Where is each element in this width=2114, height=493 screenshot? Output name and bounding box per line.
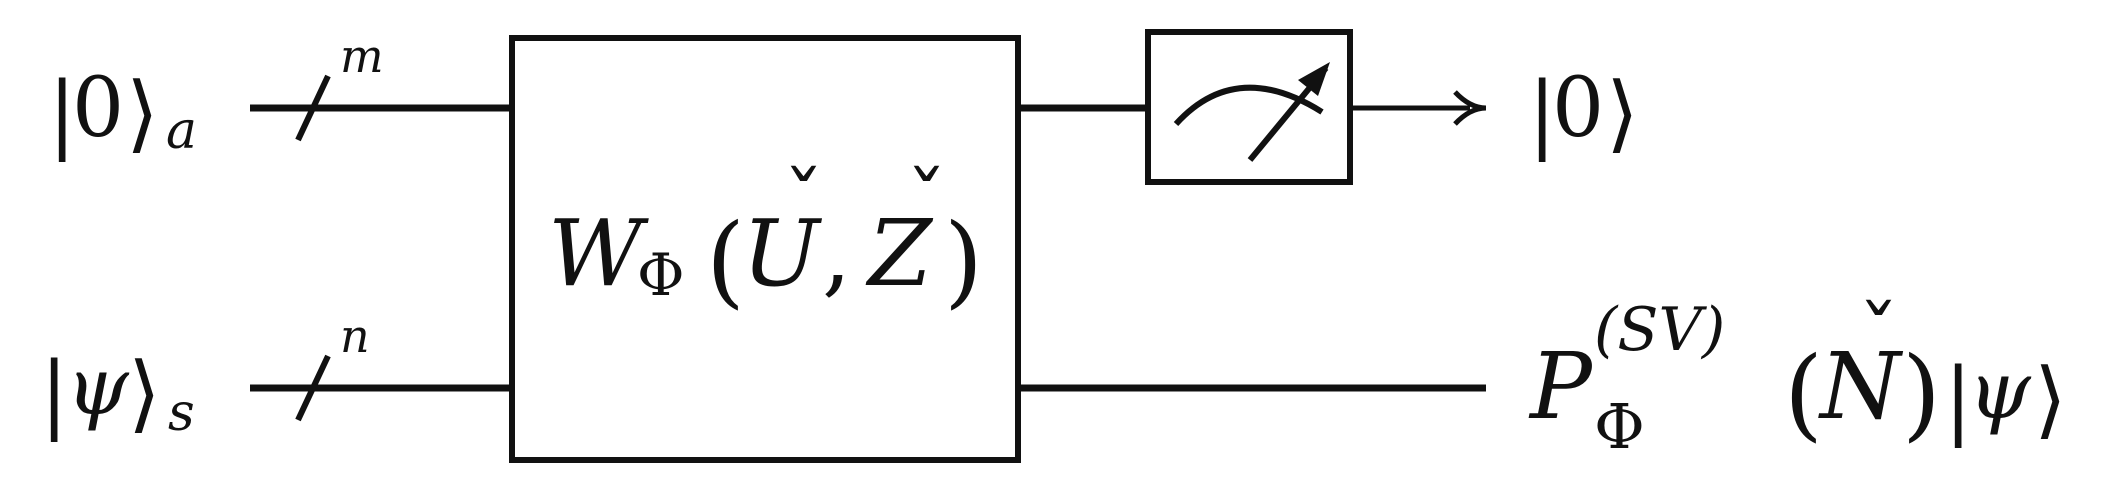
gate-label-comma: , <box>822 200 851 307</box>
gate-label-Z: Z <box>865 200 934 307</box>
output-P-subscript: Φ <box>1594 390 1645 463</box>
output-close: ) <box>1902 335 1941 452</box>
ket-subscript: s <box>168 383 195 443</box>
gate-label-U-accent: ˇ <box>783 157 824 252</box>
gate-label-phi: Φ <box>637 241 685 309</box>
arrow-right-icon <box>1453 90 1487 126</box>
output-N-accent: ˇ <box>1858 291 1899 386</box>
block-encoding-gate <box>509 35 1021 463</box>
ket-bar: | <box>48 64 76 162</box>
ket-subscript: a <box>166 101 197 161</box>
system-bundle-slash <box>295 354 331 422</box>
ket-rangle: ⟩ <box>128 344 161 442</box>
ket-symbol: ψ <box>1968 344 2032 437</box>
gate-label-Z-accent: ˇ <box>906 157 947 252</box>
gate-label-close: ) <box>944 202 983 319</box>
gate-label: W Φ ( U ˇ , Z ˇ ) <box>548 157 983 319</box>
output-P: P <box>1528 333 1594 440</box>
system-output-state: P Φ (SV) ( N ˇ ) | ψ ⟩ <box>1528 291 2067 463</box>
ancilla-bundle-slash <box>295 74 331 142</box>
measurement-meter-icon <box>1173 62 1330 162</box>
ancilla-input-ket: | 0 ⟩ a <box>48 61 197 162</box>
ancilla-output-ket: | 0 ⟩ <box>1528 61 1639 162</box>
ket-symbol: 0 <box>1552 61 1604 156</box>
ket-rangle: ⟩ <box>2034 350 2067 448</box>
output-N: N <box>1818 333 1904 440</box>
gate-label-W: W <box>548 200 649 307</box>
gate-label-open: ( <box>706 202 745 319</box>
ket-symbol: 0 <box>72 61 124 156</box>
ket-bar: | <box>40 344 68 442</box>
output-open: ( <box>1784 335 1823 452</box>
output-P-superscript: (SV) <box>1594 295 1725 365</box>
ancilla-wire-count: m <box>340 29 384 83</box>
ket-bar: | <box>1528 64 1556 162</box>
system-input-ket: | ψ ⟩ s <box>40 340 195 443</box>
ket-bar: | <box>1944 350 1972 448</box>
ket-rangle: ⟩ <box>126 64 159 162</box>
system-wire-count: n <box>340 309 370 363</box>
ket-symbol: ψ <box>66 340 130 433</box>
ket-rangle: ⟩ <box>1606 64 1639 162</box>
gate-label-U: U <box>742 200 823 307</box>
measurement-gate <box>1145 29 1353 185</box>
